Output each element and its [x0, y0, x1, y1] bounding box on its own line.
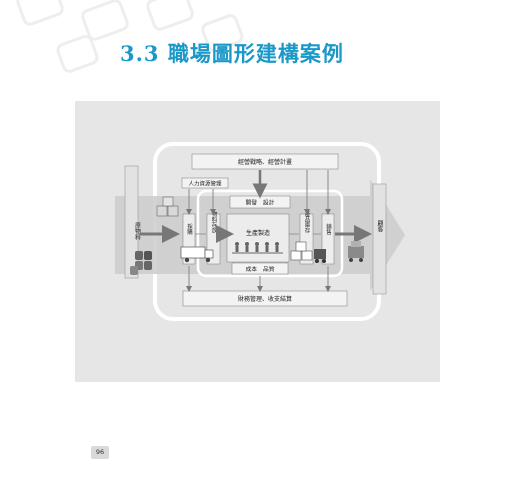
- boxes-icon: [156, 196, 179, 217]
- procurement-label: 採購: [186, 222, 193, 236]
- truck-icon: [180, 246, 214, 263]
- diagram-svg: 原物料 顧客 經營戰略、經營計畫 人力資源管理 開發 設計 採購 物料存放 生產…: [115, 142, 405, 321]
- production-box: [226, 213, 290, 263]
- forklift-icon: [290, 241, 326, 263]
- raw-material-column: [124, 165, 139, 279]
- workers-icon: [232, 242, 283, 254]
- strategy-label: 經營戰略、經營計畫: [238, 158, 292, 166]
- cost-quality-box: [231, 262, 289, 275]
- page-number: 96: [91, 446, 109, 459]
- product-inventory-label: 產品庫存: [304, 210, 311, 234]
- hr-box: [181, 177, 229, 189]
- shopping-icon: [348, 241, 364, 262]
- workplace-diagram: 原物料 顧客 經營戰略、經營計畫 人力資源管理 開發 設計 採購 物料存放 生產…: [75, 101, 440, 382]
- customer-label: 顧客: [376, 219, 383, 233]
- strategy-box: [191, 153, 339, 170]
- finance-box: [182, 290, 348, 307]
- cost-quality-label: 成本 品質: [246, 265, 275, 273]
- sales-label: 銷售: [325, 222, 332, 236]
- hr-label: 人力資源管理: [188, 180, 222, 188]
- development-label: 開發 設計: [246, 199, 275, 207]
- production-label: 生產製造: [246, 229, 270, 237]
- barrels-icon: [130, 251, 152, 275]
- page-title: 3.3 職場圖形建構案例: [120, 41, 344, 66]
- background-pattern: [16, 0, 244, 73]
- vertical-connectors: [186, 170, 331, 292]
- material-storage-label: 物料存放: [211, 210, 218, 235]
- customer-column: [372, 183, 387, 295]
- finance-label: 財務管理、收支結算: [238, 295, 292, 303]
